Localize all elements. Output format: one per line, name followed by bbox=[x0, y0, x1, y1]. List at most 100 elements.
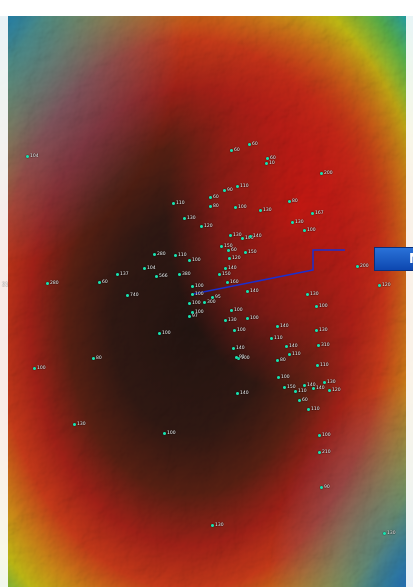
map-marker[interactable]: 130 bbox=[323, 378, 336, 386]
map-marker[interactable]: 80 bbox=[288, 197, 298, 205]
marker-dot-icon bbox=[328, 388, 331, 392]
map-marker[interactable]: 100 bbox=[241, 234, 254, 242]
map-marker[interactable]: 150 bbox=[283, 383, 296, 391]
map-marker[interactable]: 120 bbox=[228, 254, 241, 262]
map-marker[interactable]: 130 bbox=[306, 290, 319, 298]
map-marker[interactable]: 100 bbox=[237, 354, 250, 362]
map-marker[interactable]: 140 bbox=[232, 344, 245, 352]
marker-label: 300 bbox=[207, 299, 216, 305]
map-marker[interactable]: 280 bbox=[153, 250, 166, 258]
map-marker[interactable]: 100 bbox=[191, 308, 204, 316]
map-marker[interactable]: 130 bbox=[229, 231, 242, 239]
map-marker[interactable]: 100 bbox=[191, 290, 204, 298]
map-marker[interactable]: 80 bbox=[92, 354, 102, 362]
map-marker[interactable]: 100 bbox=[246, 314, 259, 322]
map-marker[interactable]: 310 bbox=[317, 341, 330, 349]
map-marker[interactable]: 566 bbox=[155, 272, 168, 280]
map-marker[interactable]: 100 bbox=[234, 203, 247, 211]
marker-label: 130 bbox=[387, 530, 396, 536]
map-marker[interactable]: 150 bbox=[220, 242, 233, 250]
marker-label: 210 bbox=[322, 449, 331, 455]
map-marker[interactable]: 100 bbox=[318, 431, 331, 439]
map-marker[interactable]: 130 bbox=[211, 521, 224, 529]
map-marker[interactable]: 150 bbox=[244, 248, 257, 256]
map-marker[interactable]: 90 bbox=[320, 483, 330, 491]
map-marker[interactable]: 137 bbox=[116, 270, 129, 278]
map-marker[interactable]: 110 bbox=[172, 199, 185, 207]
map-marker[interactable]: 100 bbox=[191, 282, 204, 290]
map-marker[interactable]: 100 bbox=[158, 329, 171, 337]
map-marker[interactable]: 140 bbox=[236, 389, 249, 397]
map-marker[interactable]: 100 bbox=[188, 256, 201, 264]
map-marker[interactable]: 140 bbox=[249, 232, 262, 240]
map-marker[interactable]: 740 bbox=[126, 291, 139, 299]
map-marker[interactable]: 140 bbox=[285, 342, 298, 350]
map-marker[interactable]: 200 bbox=[356, 262, 369, 270]
map-marker[interactable]: 160 bbox=[226, 278, 239, 286]
map-marker[interactable]: 91 bbox=[235, 353, 245, 361]
map-marker[interactable]: 100 bbox=[188, 299, 201, 307]
map-marker[interactable]: 104 bbox=[26, 152, 39, 160]
map-marker[interactable]: 120 bbox=[328, 386, 341, 394]
map-marker[interactable]: 100 bbox=[230, 306, 243, 314]
map-marker[interactable]: 130 bbox=[259, 206, 272, 214]
marker-label: 130 bbox=[310, 291, 319, 297]
map-marker[interactable]: 60 bbox=[230, 146, 240, 154]
map-marker[interactable]: 200 bbox=[320, 169, 333, 177]
map-marker[interactable]: 167 bbox=[311, 209, 324, 217]
map-marker[interactable]: 210 bbox=[318, 448, 331, 456]
map-marker[interactable]: 130 bbox=[183, 214, 196, 222]
map-marker[interactable]: 140 bbox=[312, 384, 325, 392]
marker-dot-icon bbox=[378, 283, 381, 287]
map-marker[interactable]: 104 bbox=[143, 264, 156, 272]
map-marker[interactable]: 130 bbox=[73, 420, 86, 428]
map-marker[interactable]: 97 bbox=[188, 312, 198, 320]
map-marker[interactable]: 90 bbox=[223, 186, 233, 194]
map-marker[interactable]: 300 bbox=[203, 298, 216, 306]
map-marker[interactable]: 120 bbox=[378, 281, 391, 289]
map-marker[interactable]: 110 bbox=[288, 350, 301, 358]
map-marker[interactable]: 140 bbox=[276, 322, 289, 330]
map-marker[interactable]: 100 bbox=[33, 364, 46, 372]
map-marker[interactable]: 150 bbox=[218, 270, 231, 278]
map-marker[interactable]: 100 bbox=[233, 326, 246, 334]
map-marker[interactable]: 380 bbox=[178, 270, 191, 278]
marker-dot-icon bbox=[200, 224, 203, 228]
map-marker[interactable]: 130 bbox=[383, 529, 396, 537]
map-marker[interactable]: 100 bbox=[163, 429, 176, 437]
map-marker[interactable]: 60 bbox=[98, 278, 108, 286]
map-marker[interactable]: 110 bbox=[294, 387, 307, 395]
map-marker[interactable]: 80 bbox=[276, 356, 286, 364]
map-marker[interactable]: 130 bbox=[315, 326, 328, 334]
map-marker[interactable]: 100 bbox=[303, 226, 316, 234]
map-marker[interactable]: 120 bbox=[200, 222, 213, 230]
map-marker[interactable]: 10 bbox=[265, 159, 275, 167]
map-marker[interactable]: 280 bbox=[46, 279, 59, 287]
map-marker[interactable]: 60 bbox=[209, 193, 219, 201]
marker-label: 90 bbox=[324, 484, 330, 490]
map-marker[interactable]: 60 bbox=[227, 246, 237, 254]
map-marker[interactable]: 140 bbox=[224, 264, 237, 272]
map-marker[interactable]: 100 bbox=[315, 302, 328, 310]
map-marker[interactable]: 100 bbox=[277, 373, 290, 381]
marker-dot-icon bbox=[230, 148, 233, 152]
map-marker[interactable]: 130 bbox=[291, 218, 304, 226]
callout-box[interactable]: N bbox=[374, 247, 413, 271]
marker-label: 104 bbox=[147, 265, 156, 271]
map-marker[interactable]: 60 bbox=[298, 396, 308, 404]
map-marker[interactable]: 80 bbox=[209, 202, 219, 210]
map-marker[interactable]: 140 bbox=[303, 381, 316, 389]
map-marker[interactable]: 140 bbox=[246, 287, 259, 295]
map-marker[interactable]: 60 bbox=[248, 140, 258, 148]
map-marker[interactable]: 95 bbox=[211, 293, 221, 301]
map-marker[interactable]: 110 bbox=[174, 251, 187, 259]
map-marker[interactable]: 110 bbox=[307, 405, 320, 413]
marker-dot-icon bbox=[249, 234, 252, 238]
map-marker[interactable]: 110 bbox=[236, 182, 249, 190]
map-marker[interactable]: 130 bbox=[224, 316, 237, 324]
map-marker[interactable]: 60 bbox=[266, 154, 276, 162]
map-marker[interactable]: 110 bbox=[316, 361, 329, 369]
map-marker[interactable]: 110 bbox=[270, 334, 283, 342]
